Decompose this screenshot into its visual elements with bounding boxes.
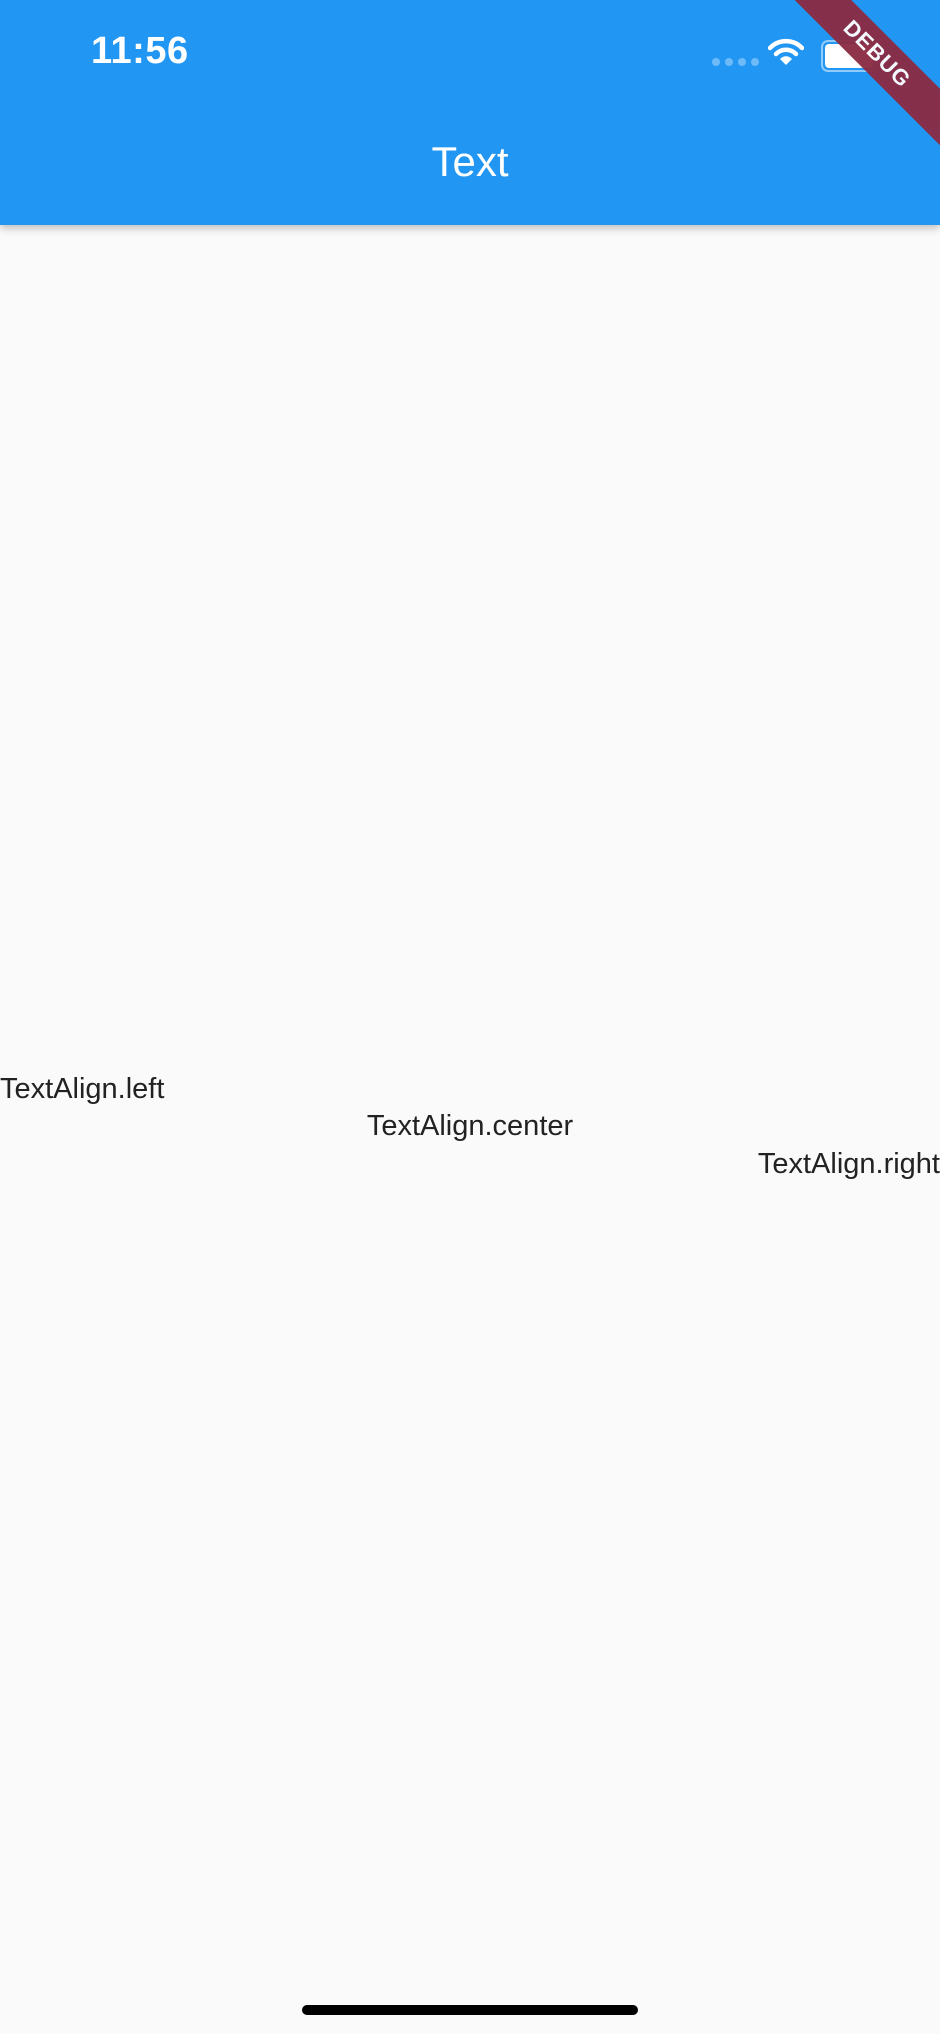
- home-indicator[interactable]: [302, 2005, 638, 2015]
- page-title: Text: [431, 138, 509, 185]
- text-align-center: TextAlign.center: [366, 1110, 574, 1142]
- wifi-icon: [768, 38, 804, 65]
- text-align-left: TextAlign.left: [0, 1073, 165, 1105]
- signal-icon: [712, 58, 759, 66]
- app-bar: 11:56 Text: [0, 0, 940, 225]
- status-time: 11:56: [91, 30, 189, 72]
- text-align-right: TextAlign.right: [757, 1148, 940, 1180]
